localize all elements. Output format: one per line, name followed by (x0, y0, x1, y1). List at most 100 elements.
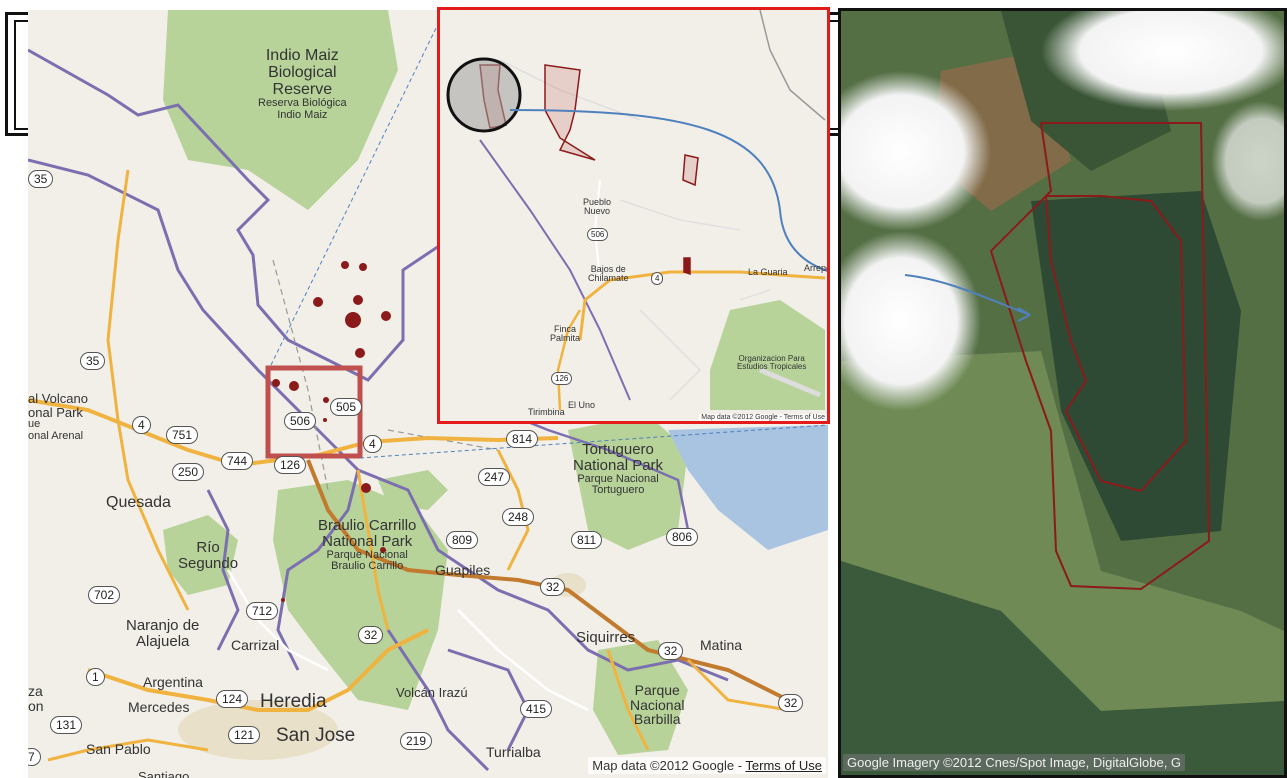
inset-border-purple (479, 139, 631, 401)
rio-segundo-green-area (163, 515, 238, 595)
road-main-3 (87, 628, 429, 712)
place-naranjo: Naranjo de Alajuela (126, 617, 200, 650)
route-shield: 506 (284, 412, 317, 430)
place-za: za on (28, 683, 44, 714)
route-shield: 702 (88, 586, 121, 604)
route-shield: 248 (502, 508, 535, 526)
route-shield: 505 (330, 398, 363, 416)
place-carrizal: Carrizal (231, 637, 280, 653)
caribbean-sea (668, 425, 828, 550)
inset-map-attribution: Map data ©2012 Google - Terms of Use (699, 414, 827, 421)
satellite-parcel-outline-outer (989, 122, 1211, 591)
barbilla-park-area (593, 640, 688, 755)
route-shield: 247 (478, 468, 511, 486)
province-border-3 (357, 468, 729, 682)
route-shield: 250 (172, 463, 205, 481)
inset-road-4 (578, 270, 826, 341)
place-volcan-irazu: Volcán Irazú (396, 685, 468, 700)
indio-maiz-reserve-area (163, 10, 398, 210)
place-quesada: Quesada (106, 494, 171, 511)
zoom-line-bottom (359, 424, 828, 459)
place-tortuguero: Tortuguero National Park Parque Nacional… (573, 441, 664, 497)
zoom-line-top (270, 17, 442, 366)
place-siquirres: Siquirres (576, 629, 636, 646)
inset-place-tirimbina: Tirimbina (528, 407, 565, 417)
satellite-dark-forest (1031, 191, 1241, 541)
inset-place-el-uno: El Uno (568, 400, 596, 410)
satellite-image[interactable]: Google Imagery ©2012 Cnes/Spot Image, Di… (838, 8, 1287, 778)
terms-of-use-link[interactable]: Terms of Use (745, 758, 822, 773)
inset-airstrip (759, 367, 821, 398)
province-border-5 (206, 489, 240, 651)
province-border-4 (386, 629, 530, 772)
tortuguero-park-area (568, 415, 688, 550)
route-shield: 32 (358, 626, 384, 644)
place-turrialba: Turrialba (486, 744, 541, 760)
satellite-parcel-outline-inner (1044, 195, 1188, 493)
route-shield: 7 (28, 748, 41, 766)
route-shield: 126 (551, 372, 573, 385)
place-heredia: Heredia (260, 691, 327, 712)
inset-to-satellite-arrow (509, 109, 827, 272)
place-santiago: Santiago (138, 769, 190, 778)
route-shield: 712 (246, 602, 279, 620)
road-main-4 (106, 169, 190, 611)
inset-minor-roads (499, 59, 771, 401)
route-shield: 32 (540, 578, 566, 596)
route-shield: 506 (587, 228, 609, 241)
road-minor-1 (226, 569, 329, 672)
forest-parcels (272, 261, 391, 602)
route-shield: 32 (658, 642, 684, 660)
inset-place-finca-palmita: Finca Palmita (550, 324, 581, 344)
inset-focus-circle (446, 57, 522, 133)
place-rio-segundo: Río Segundo (178, 539, 239, 572)
route-shield: 811 (571, 531, 603, 549)
inset-place-la-guaria: La Guaria (748, 267, 788, 277)
place-san-jose: San Jose (276, 725, 356, 746)
route-shield: 4 (651, 272, 664, 285)
place-argentina: Argentina (143, 674, 203, 690)
road-minor-2 (457, 609, 589, 712)
route-shield: 806 (666, 528, 699, 546)
route-shield: 809 (446, 531, 479, 549)
place-mercedes: Mercedes (128, 699, 190, 715)
inset-place-arrepen: Arrepen (804, 263, 827, 273)
route-shield: 219 (400, 732, 433, 750)
route-shield: 32 (778, 694, 804, 712)
place-barbilla: Parque Nacional Barbilla (630, 682, 685, 728)
satellite-dark-forest-south (841, 561, 1284, 775)
route-shield: 744 (221, 452, 254, 470)
inset-border-gray (759, 10, 826, 121)
route-shield: 415 (520, 700, 553, 718)
inset-place-ots: Organizacion Para Estudios Tropicales (737, 354, 807, 372)
place-arenal: al Volcano onal Park ue onal Arenal (28, 391, 88, 442)
route-shield: 124 (216, 690, 249, 708)
place-indio-maiz-title: Indio Maiz Biological Reserve Reserva Bi… (258, 47, 347, 121)
inset-map[interactable]: Pueblo Nuevo Bajos de Chilamate La Guari… (437, 7, 830, 424)
route-shield: 131 (50, 716, 83, 734)
province-border-1 (28, 48, 549, 382)
route-shield: 35 (80, 352, 106, 370)
route-shield: 121 (228, 726, 261, 744)
route-shield: 1 (86, 668, 105, 686)
inset-road-126 (556, 309, 582, 411)
route-shield: 751 (166, 426, 199, 444)
road-main-5 (356, 469, 390, 631)
satellite-attribution: Google Imagery ©2012 Cnes/Spot Image, Di… (843, 754, 1186, 771)
regional-map-attribution: Map data ©2012 Google - Terms of Use (588, 757, 826, 774)
satellite-canvas (841, 11, 1284, 775)
place-matina: Matina (700, 637, 743, 653)
route-shield: 35 (28, 170, 54, 188)
place-guapiles: Guapiles (435, 562, 491, 578)
satellite-cloud-4 (1211, 101, 1284, 221)
route-shield: 4 (132, 416, 151, 434)
place-braulio-carrillo: Braulio Carrillo National Park Parque Na… (318, 517, 417, 573)
inset-place-bajos-chilamate: Bajos de Chilamate (588, 264, 629, 284)
road-main-8 (47, 738, 209, 762)
route-shield: 126 (274, 456, 307, 474)
road-main-7 (606, 649, 789, 751)
regional-map-canvas (28, 10, 828, 772)
route-shield: 814 (506, 430, 539, 448)
green-area-east (378, 470, 448, 510)
inset-place-pueblo-nuevo: Pueblo Nuevo (583, 197, 612, 217)
